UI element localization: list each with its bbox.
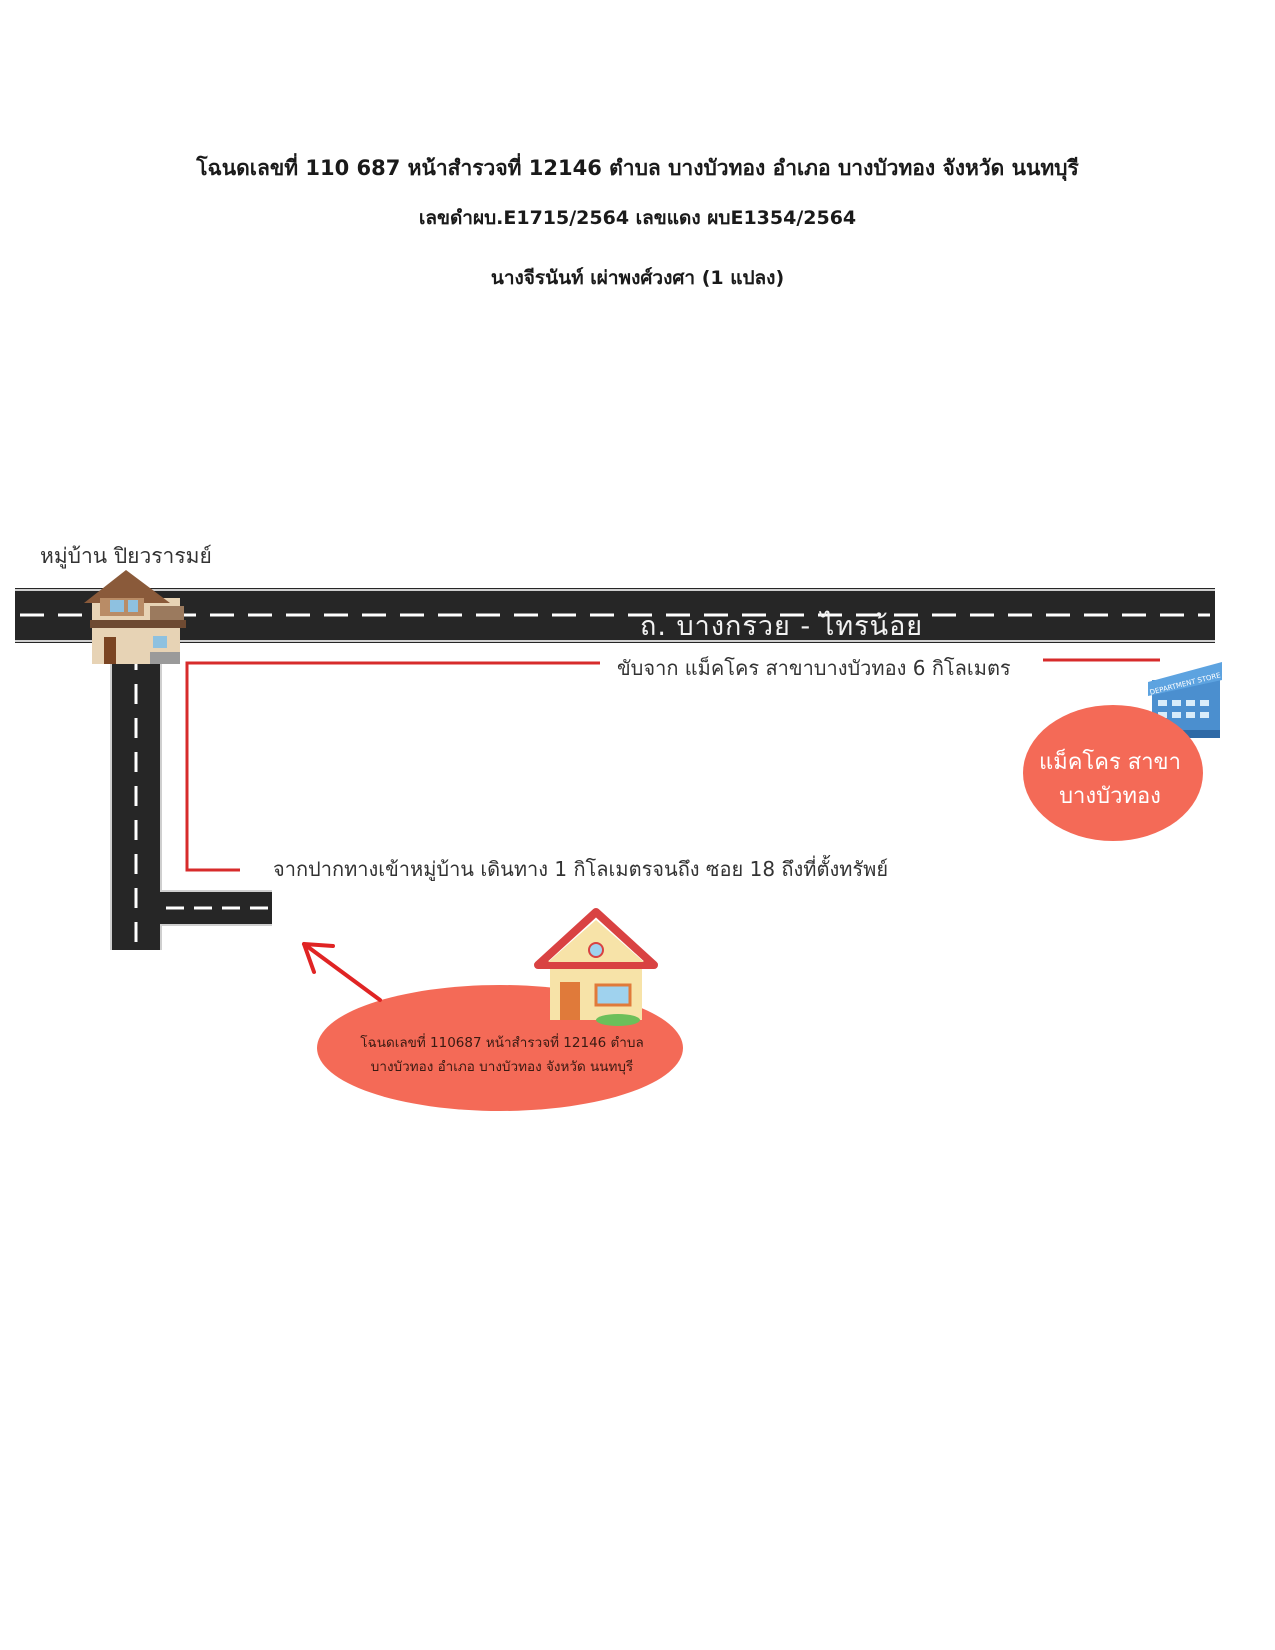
store-bubble bbox=[1023, 705, 1203, 841]
village-house-icon bbox=[84, 570, 186, 664]
arrow-icon bbox=[302, 942, 382, 1002]
owner-name: นางจีรนันท์ เผ่าพงศ์วงศา (1 แปลง) bbox=[490, 267, 785, 289]
case-numbers: เลขดำผบ.E1715/2564 เลขแดง ผบE1354/2564 bbox=[418, 207, 857, 229]
main-road-name: ถ. บางกรวย - ไทรน้อย bbox=[640, 611, 924, 642]
village-label: หมู่บ้าน ปิยวรารมย์ bbox=[40, 544, 212, 568]
main-road bbox=[15, 588, 1215, 643]
soi-road bbox=[160, 890, 272, 926]
drive-distance-note: ขับจาก แม็คโคร สาขาบางบัวทอง 6 กิโลเมตร bbox=[617, 656, 1011, 680]
village-road bbox=[110, 643, 162, 950]
property-deed-label: โฉนดเลขที่ 110687 หน้าสำรวจที่ 12146 ตำบ… bbox=[360, 1035, 644, 1075]
route-line bbox=[185, 658, 1160, 872]
target-house-icon bbox=[534, 908, 658, 1026]
walk-distance-note: จากปากทางเข้าหมู่บ้าน เดินทาง 1 กิโลเมตร… bbox=[273, 857, 889, 881]
header-title: โฉนดเลขที่ 110 687 หน้าสำรวจที่ 12146 ตำ… bbox=[196, 156, 1079, 180]
store-label: แม็คโคร สาขา บางบัวทอง bbox=[1039, 750, 1181, 809]
